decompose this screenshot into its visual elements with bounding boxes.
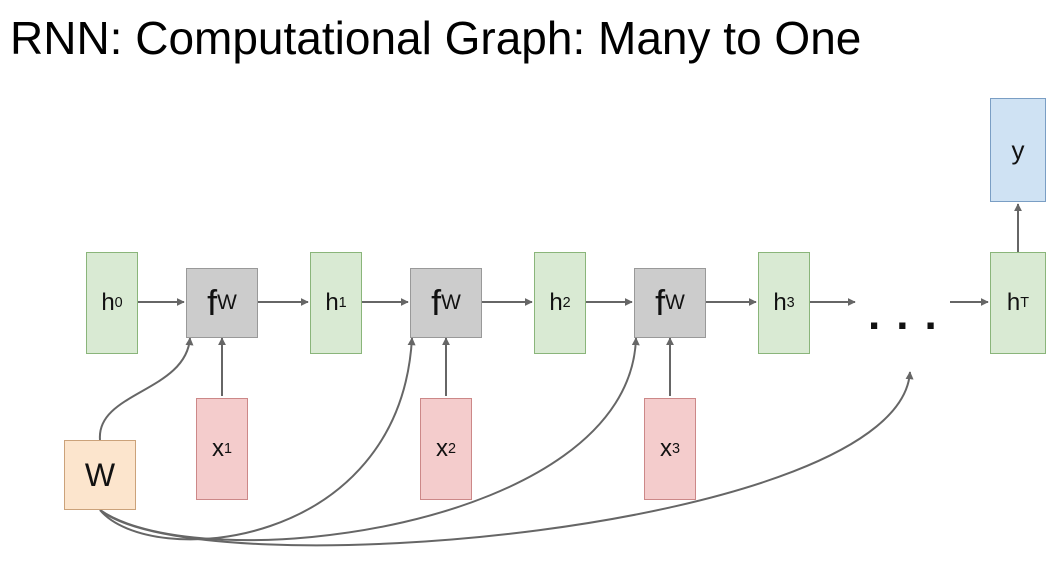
weights-w: W <box>64 440 136 510</box>
arrow-w-future <box>99 371 914 547</box>
ellipsis: ... <box>868 290 953 339</box>
arrow-w-f1 <box>98 337 194 441</box>
output-y: y <box>990 98 1046 202</box>
arrow-w-f2 <box>99 337 416 541</box>
arrow-w-f3 <box>99 337 640 542</box>
page-title: RNN: Computational Graph: Many to One <box>10 12 862 64</box>
